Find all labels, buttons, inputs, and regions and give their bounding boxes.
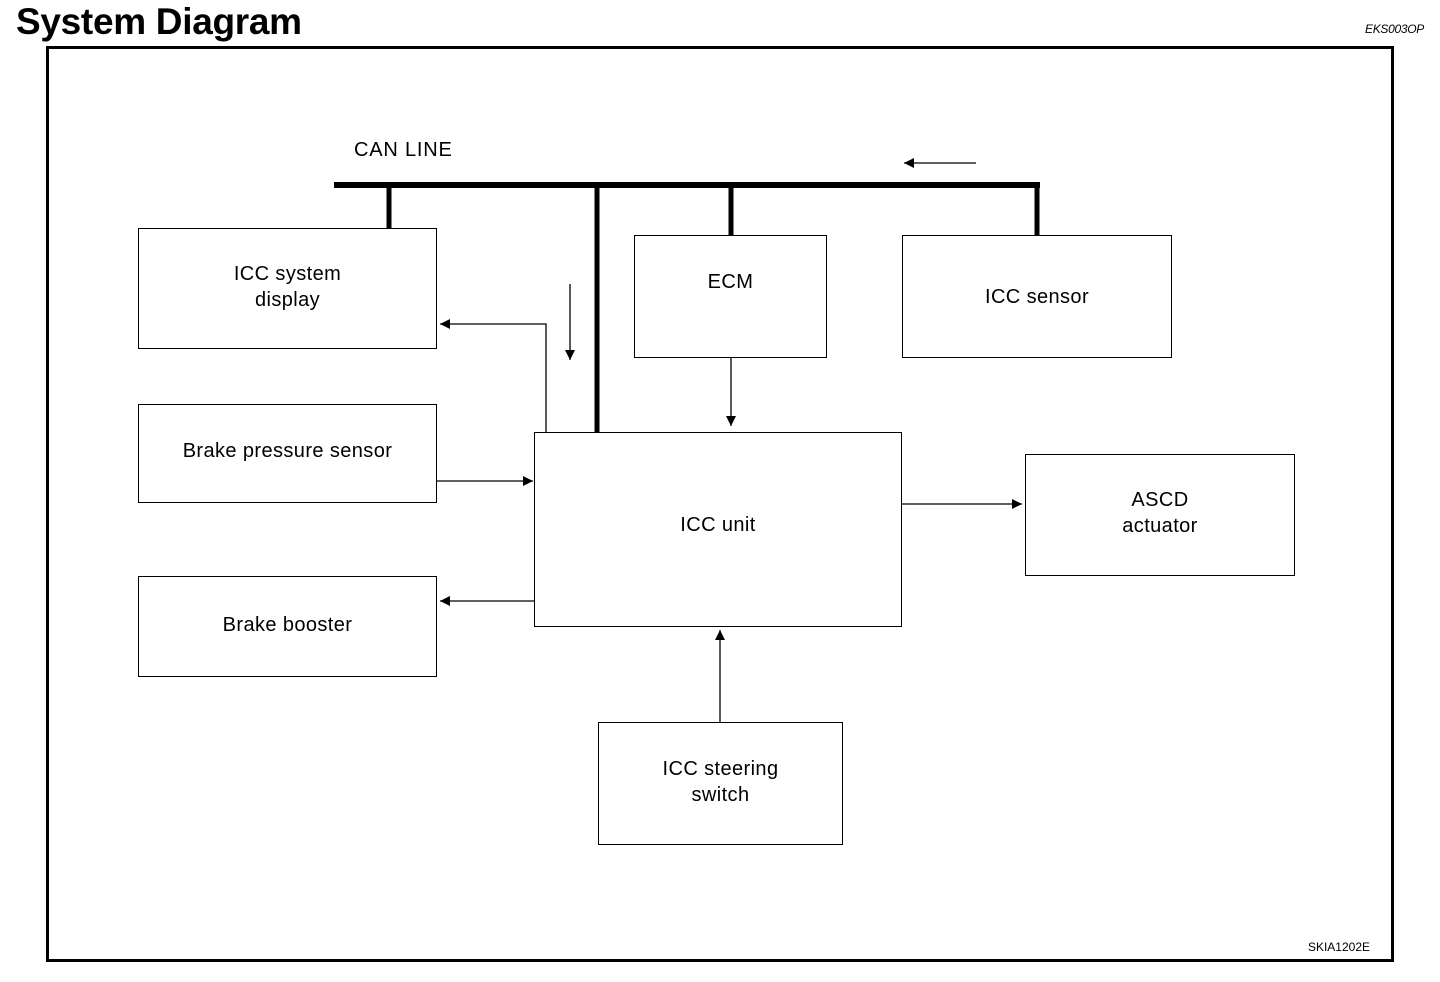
ecm-block: ECM (634, 235, 827, 358)
icc-unit-block: ICC unit (534, 432, 902, 627)
icc-sensor-block: ICC sensor (902, 235, 1172, 358)
figure-code: SKIA1202E (1307, 940, 1370, 954)
brake-pressure-sensor-block: Brake pressure sensor (138, 404, 437, 503)
brake-booster-block: Brake booster (138, 576, 437, 677)
diagram-frame (46, 46, 1394, 962)
icc-steering-switch-block: ICC steering switch (598, 722, 843, 845)
can-line-label: CAN LINE (354, 139, 453, 161)
page-title: System Diagram (16, 1, 302, 42)
icc-system-display-block: ICC system display (138, 228, 437, 349)
document-code: EKS003OP (1365, 22, 1424, 36)
ascd-actuator-block: ASCD actuator (1025, 454, 1295, 576)
arrow-icc-unit-to-display (440, 319, 547, 433)
